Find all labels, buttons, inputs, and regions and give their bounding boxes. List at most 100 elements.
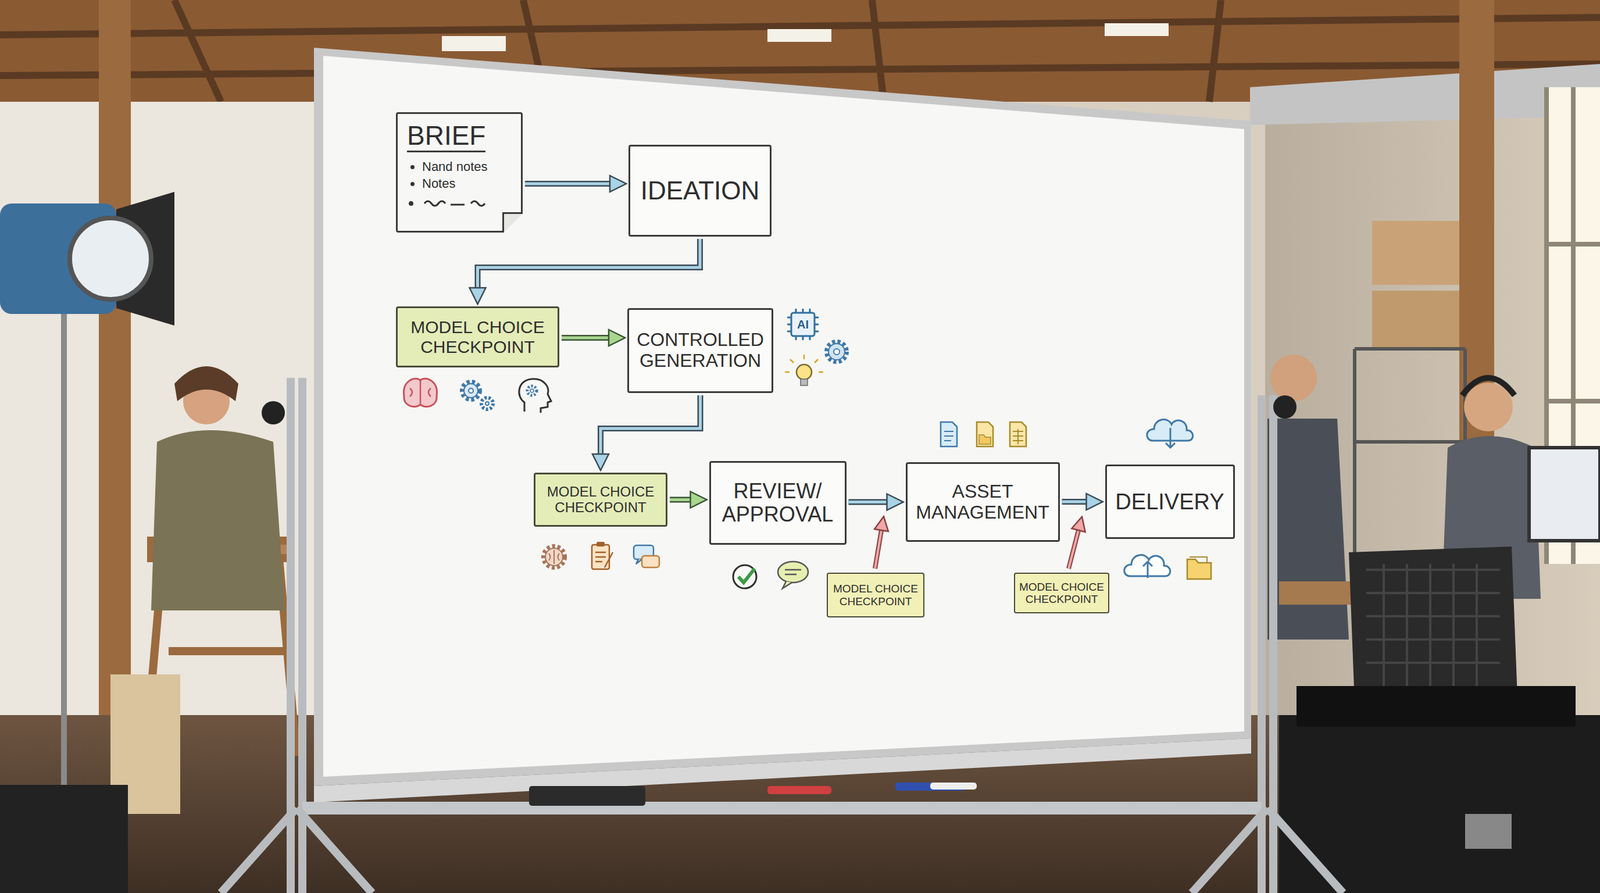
background-room — [1372, 220, 1460, 285]
gear-icon — [833, 348, 840, 355]
background-room — [767, 29, 832, 42]
whiteboard — [323, 55, 1245, 777]
background-room — [441, 36, 506, 52]
ai-chip-icon — [787, 308, 819, 341]
whiteboard — [1273, 395, 1297, 419]
process-box: REVIEW/ APPROVAL — [709, 461, 847, 545]
box-label: IDEATION — [637, 176, 763, 205]
brief-scribble — [424, 201, 485, 206]
process-box: DELIVERY — [1105, 464, 1235, 539]
background-room — [1372, 290, 1460, 349]
crew-right — [1267, 418, 1349, 640]
whiteboard — [313, 738, 1252, 803]
cloud-download-icon — [1165, 427, 1175, 448]
brief-scribble — [408, 201, 414, 206]
arrow-body — [600, 395, 701, 455]
flow-arrow — [669, 499, 691, 500]
chat-icon — [641, 555, 660, 568]
whiteboard — [220, 47, 1344, 893]
document-icons — [944, 431, 954, 441]
crew-left — [0, 784, 128, 893]
whiteboard — [529, 786, 646, 806]
clipboard-icon — [591, 541, 613, 570]
chat-icon — [636, 559, 642, 564]
document-icons — [979, 434, 991, 445]
gear-brain-icon — [543, 546, 565, 568]
crew-right — [1529, 447, 1600, 541]
flow-arrow — [525, 183, 610, 185]
arrow-body — [525, 182, 610, 186]
brief-note-box: BRIEF Nand notesNotes — [395, 112, 523, 233]
chip-label: AI — [797, 318, 809, 332]
gear-brain-icon — [543, 546, 565, 568]
cloud-upload-icon — [1124, 555, 1171, 578]
lightbulb-icon — [784, 354, 824, 373]
background-room — [98, 0, 131, 719]
checkpoint-box: MODEL CHOICE CHECKPOINT — [533, 472, 668, 527]
whiteboard — [261, 401, 285, 425]
document-icons — [940, 422, 1027, 447]
gear-icon — [826, 341, 847, 362]
crew-left — [174, 366, 239, 402]
head-gears-icon — [527, 386, 537, 396]
head-gears-icon — [530, 388, 534, 393]
brief-scribble — [408, 201, 485, 206]
arrow-outline — [1062, 498, 1087, 505]
folder-icon — [1187, 556, 1212, 580]
arrow-outline — [669, 497, 691, 503]
flow-arrow — [848, 501, 888, 503]
lightbulb-icon — [800, 379, 808, 386]
box-label: MODEL CHOICE CHECKPOINT — [831, 582, 920, 608]
arrow-body — [669, 498, 691, 502]
whiteboard — [313, 47, 1252, 787]
cloud-upload-icon — [1143, 561, 1153, 578]
chat-icon — [633, 545, 660, 568]
flow-arrow — [561, 337, 609, 339]
checkpoint-box: MODEL CHOICE CHECKPOINT — [395, 306, 560, 368]
arrow-body — [848, 500, 888, 504]
gear-brain-icon — [545, 548, 563, 566]
document-icons — [1009, 422, 1027, 447]
crew-left — [0, 366, 297, 893]
document-icons — [976, 422, 994, 447]
arrow-outline — [477, 238, 701, 288]
clipboard-icon — [595, 552, 613, 568]
box-label: MODEL CHOICE CHECKPOINT — [403, 317, 552, 357]
gears-icon — [468, 388, 474, 394]
brain-icon — [404, 378, 438, 407]
arrow-outline — [561, 334, 609, 341]
brief-note: Nand notes — [406, 158, 512, 176]
arrow-body — [477, 238, 701, 288]
crew-right — [1270, 354, 1317, 402]
connectors — [477, 183, 1087, 503]
checkpoint-pointer — [875, 530, 882, 569]
lightbulb-icon — [796, 364, 812, 380]
process-box: CONTROLLED GENERATION — [627, 308, 774, 394]
check-icon — [733, 565, 757, 589]
brief-note: Notes — [406, 175, 512, 193]
gears-icon — [462, 381, 480, 400]
whiteboard — [302, 801, 1262, 815]
equipment-case — [1348, 546, 1518, 704]
box-label: DELIVERY — [1113, 489, 1227, 515]
process-box: IDEATION — [628, 144, 772, 237]
speech-bubble-icon — [784, 569, 802, 575]
equipment-case — [1296, 686, 1576, 727]
studio-light — [69, 218, 152, 300]
arrow-outline — [848, 499, 888, 506]
head-gears-icon — [519, 379, 552, 413]
equipment-case — [1465, 813, 1512, 849]
checkpoint-pointer — [1068, 530, 1079, 569]
speech-bubble-icon — [777, 561, 809, 583]
brain-icon — [404, 378, 438, 407]
flow-arrow — [1062, 501, 1087, 503]
brain-icon — [409, 380, 431, 405]
check-icon — [733, 565, 757, 589]
brief-heading: BRIEF — [406, 120, 486, 153]
arrow-body — [1062, 500, 1087, 504]
lightbulb-icon — [784, 354, 824, 386]
